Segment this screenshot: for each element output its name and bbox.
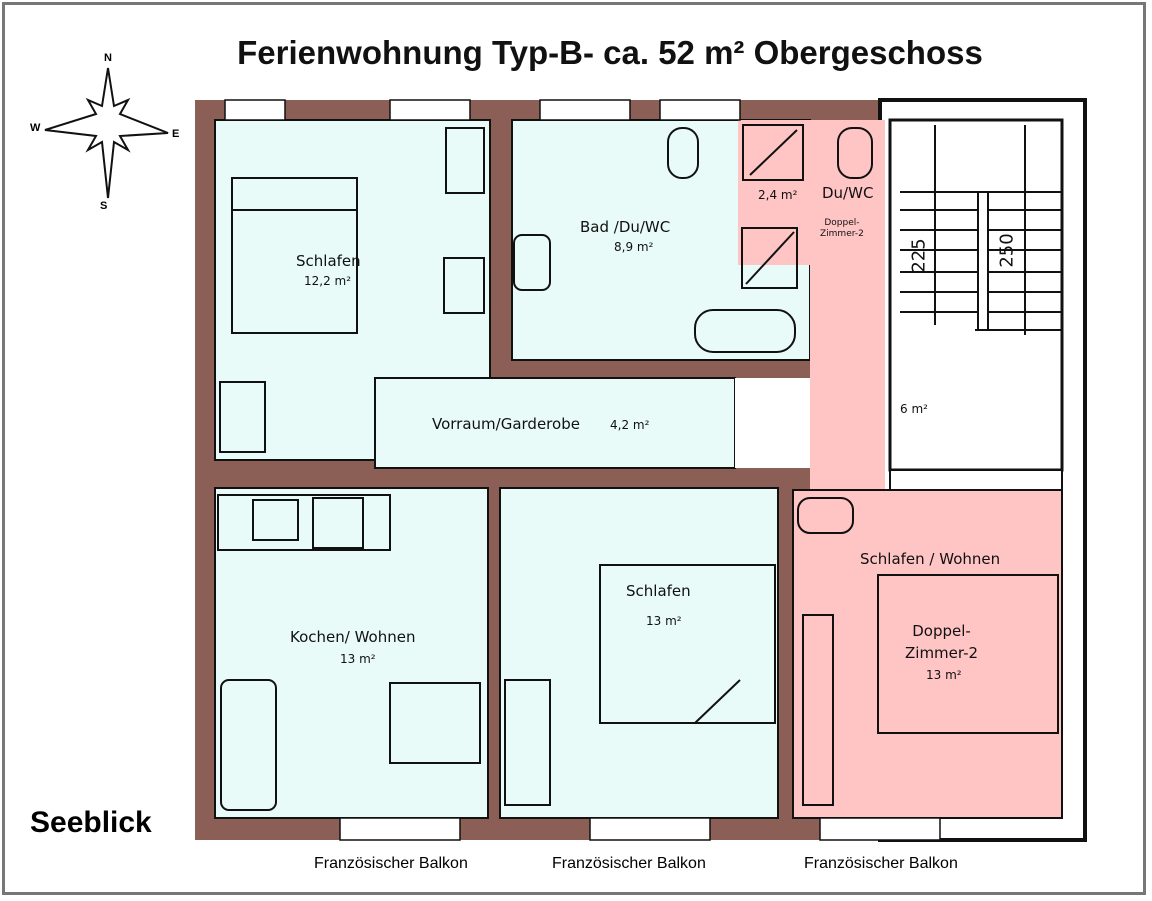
room-area: 13 m² (340, 652, 376, 666)
balcony-label: Französischer Balkon (552, 855, 706, 872)
room-name: Schlafen (296, 252, 361, 270)
room-area: 4,2 m² (610, 418, 650, 432)
balcony-label: Französischer Balkon (314, 855, 468, 872)
page-title: Ferienwohnung Typ-B- ca. 52 m² Obergesch… (237, 34, 983, 71)
stair-steps (900, 125, 1062, 335)
stair-dimension: 250 (996, 233, 1018, 268)
room-name: Du/WC (822, 184, 874, 202)
compass-rose-icon (44, 67, 169, 199)
room-area: 2,4 m² (758, 188, 798, 202)
room-area: 12,2 m² (304, 274, 352, 288)
room-schlafen-wohnen (792, 489, 1063, 819)
corridor-highlight (810, 265, 885, 493)
furniture (217, 124, 1059, 811)
compass-w: W (30, 122, 41, 134)
balcony-label: Französischer Balkon (804, 855, 958, 872)
compass-s: S (100, 200, 108, 212)
room-name: Schlafen (626, 582, 691, 600)
room-area: 13 m² (646, 614, 682, 628)
room-name: Bad /Du/WC (580, 218, 671, 236)
room-name: Schlafen / Wohnen (860, 550, 1001, 568)
room-area: 8,9 m² (614, 240, 654, 254)
room-area: 13 m² (926, 668, 962, 682)
room-duwc (738, 120, 885, 265)
compass-n: N (104, 52, 112, 64)
room-note: Doppel- Zimmer-2 (820, 218, 864, 239)
view-label: Seeblick (30, 806, 152, 839)
stair-dimension: 225 (908, 238, 930, 273)
room-name: Kochen/ Wohnen (290, 628, 416, 646)
room-subname: Doppel- Zimmer-2 (905, 622, 979, 662)
room-area: 6 m² (900, 402, 928, 416)
room-name: Vorraum/Garderobe (432, 415, 580, 433)
room-vorraum (374, 377, 736, 469)
room-schlafen-2 (499, 487, 779, 819)
compass-e: E (172, 128, 180, 140)
